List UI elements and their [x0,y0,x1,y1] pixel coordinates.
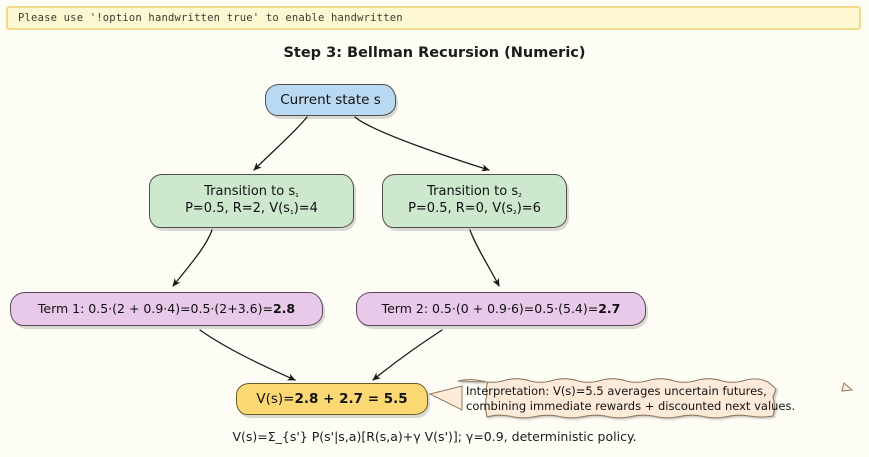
node-transition-s1-line2: P=0.5, R=2, V(s₁)=4 [185,201,318,218]
interpretation-callout: Interpretation: V(s)=5.5 averages uncert… [455,378,851,420]
edge-term1-to-result [199,329,296,381]
node-transition-s1-line1: Transition to s₁ [204,184,299,201]
handwritten-option-banner: Please use '!option handwritten true' to… [6,6,861,30]
node-current-state[interactable]: Current state s [265,84,396,116]
node-term-1[interactable]: Term 1: 0.5·(2 + 0.9·4)=0.5·(2+3.6)=2.8 [10,292,323,326]
edge-current-to-transition1 [253,116,308,171]
edge-transition1-to-term1 [172,229,213,287]
edge-term2-to-result [372,329,443,381]
formula-caption: V(s)=Σ_{s'} P(s'|s,a)[R(s,a)+γ V(s')]; γ… [232,429,637,444]
node-value-result-label: V(s)=2.8 + 2.7 = 5.5 [256,390,408,407]
edge-transition2-to-term2 [469,229,500,287]
node-transition-s2-line2: P=0.5, R=0, V(s₂)=6 [408,201,541,218]
node-transition-s2[interactable]: Transition to s₂ P=0.5, R=0, V(s₂)=6 [382,174,567,228]
node-transition-s1[interactable]: Transition to s₁ P=0.5, R=2, V(s₁)=4 [149,174,354,228]
interpretation-line-1: Interpretation: V(s)=5.5 averages uncert… [466,383,767,398]
edge-current-to-transition2 [354,116,490,172]
callout-shape [457,378,854,419]
interpretation-line-2: combining immediate rewards + discounted… [466,399,796,413]
node-current-state-label: Current state s [280,91,381,108]
callout-tail [428,385,463,411]
node-transition-s2-line1: Transition to s₂ [427,184,522,201]
page-title: Step 3: Bellman Recursion (Numeric) [283,45,586,61]
node-term-2-label: Term 2: 0.5·(0 + 0.9·6)=0.5·(5.4)=2.7 [381,301,621,317]
node-term-2[interactable]: Term 2: 0.5·(0 + 0.9·6)=0.5·(5.4)=2.7 [356,292,646,326]
node-value-result[interactable]: V(s)=2.8 + 2.7 = 5.5 [236,383,428,415]
banner-text: Please use '!option handwritten true' to… [18,12,403,24]
node-term-1-label: Term 1: 0.5·(2 + 0.9·4)=0.5·(2+3.6)=2.8 [37,301,296,317]
